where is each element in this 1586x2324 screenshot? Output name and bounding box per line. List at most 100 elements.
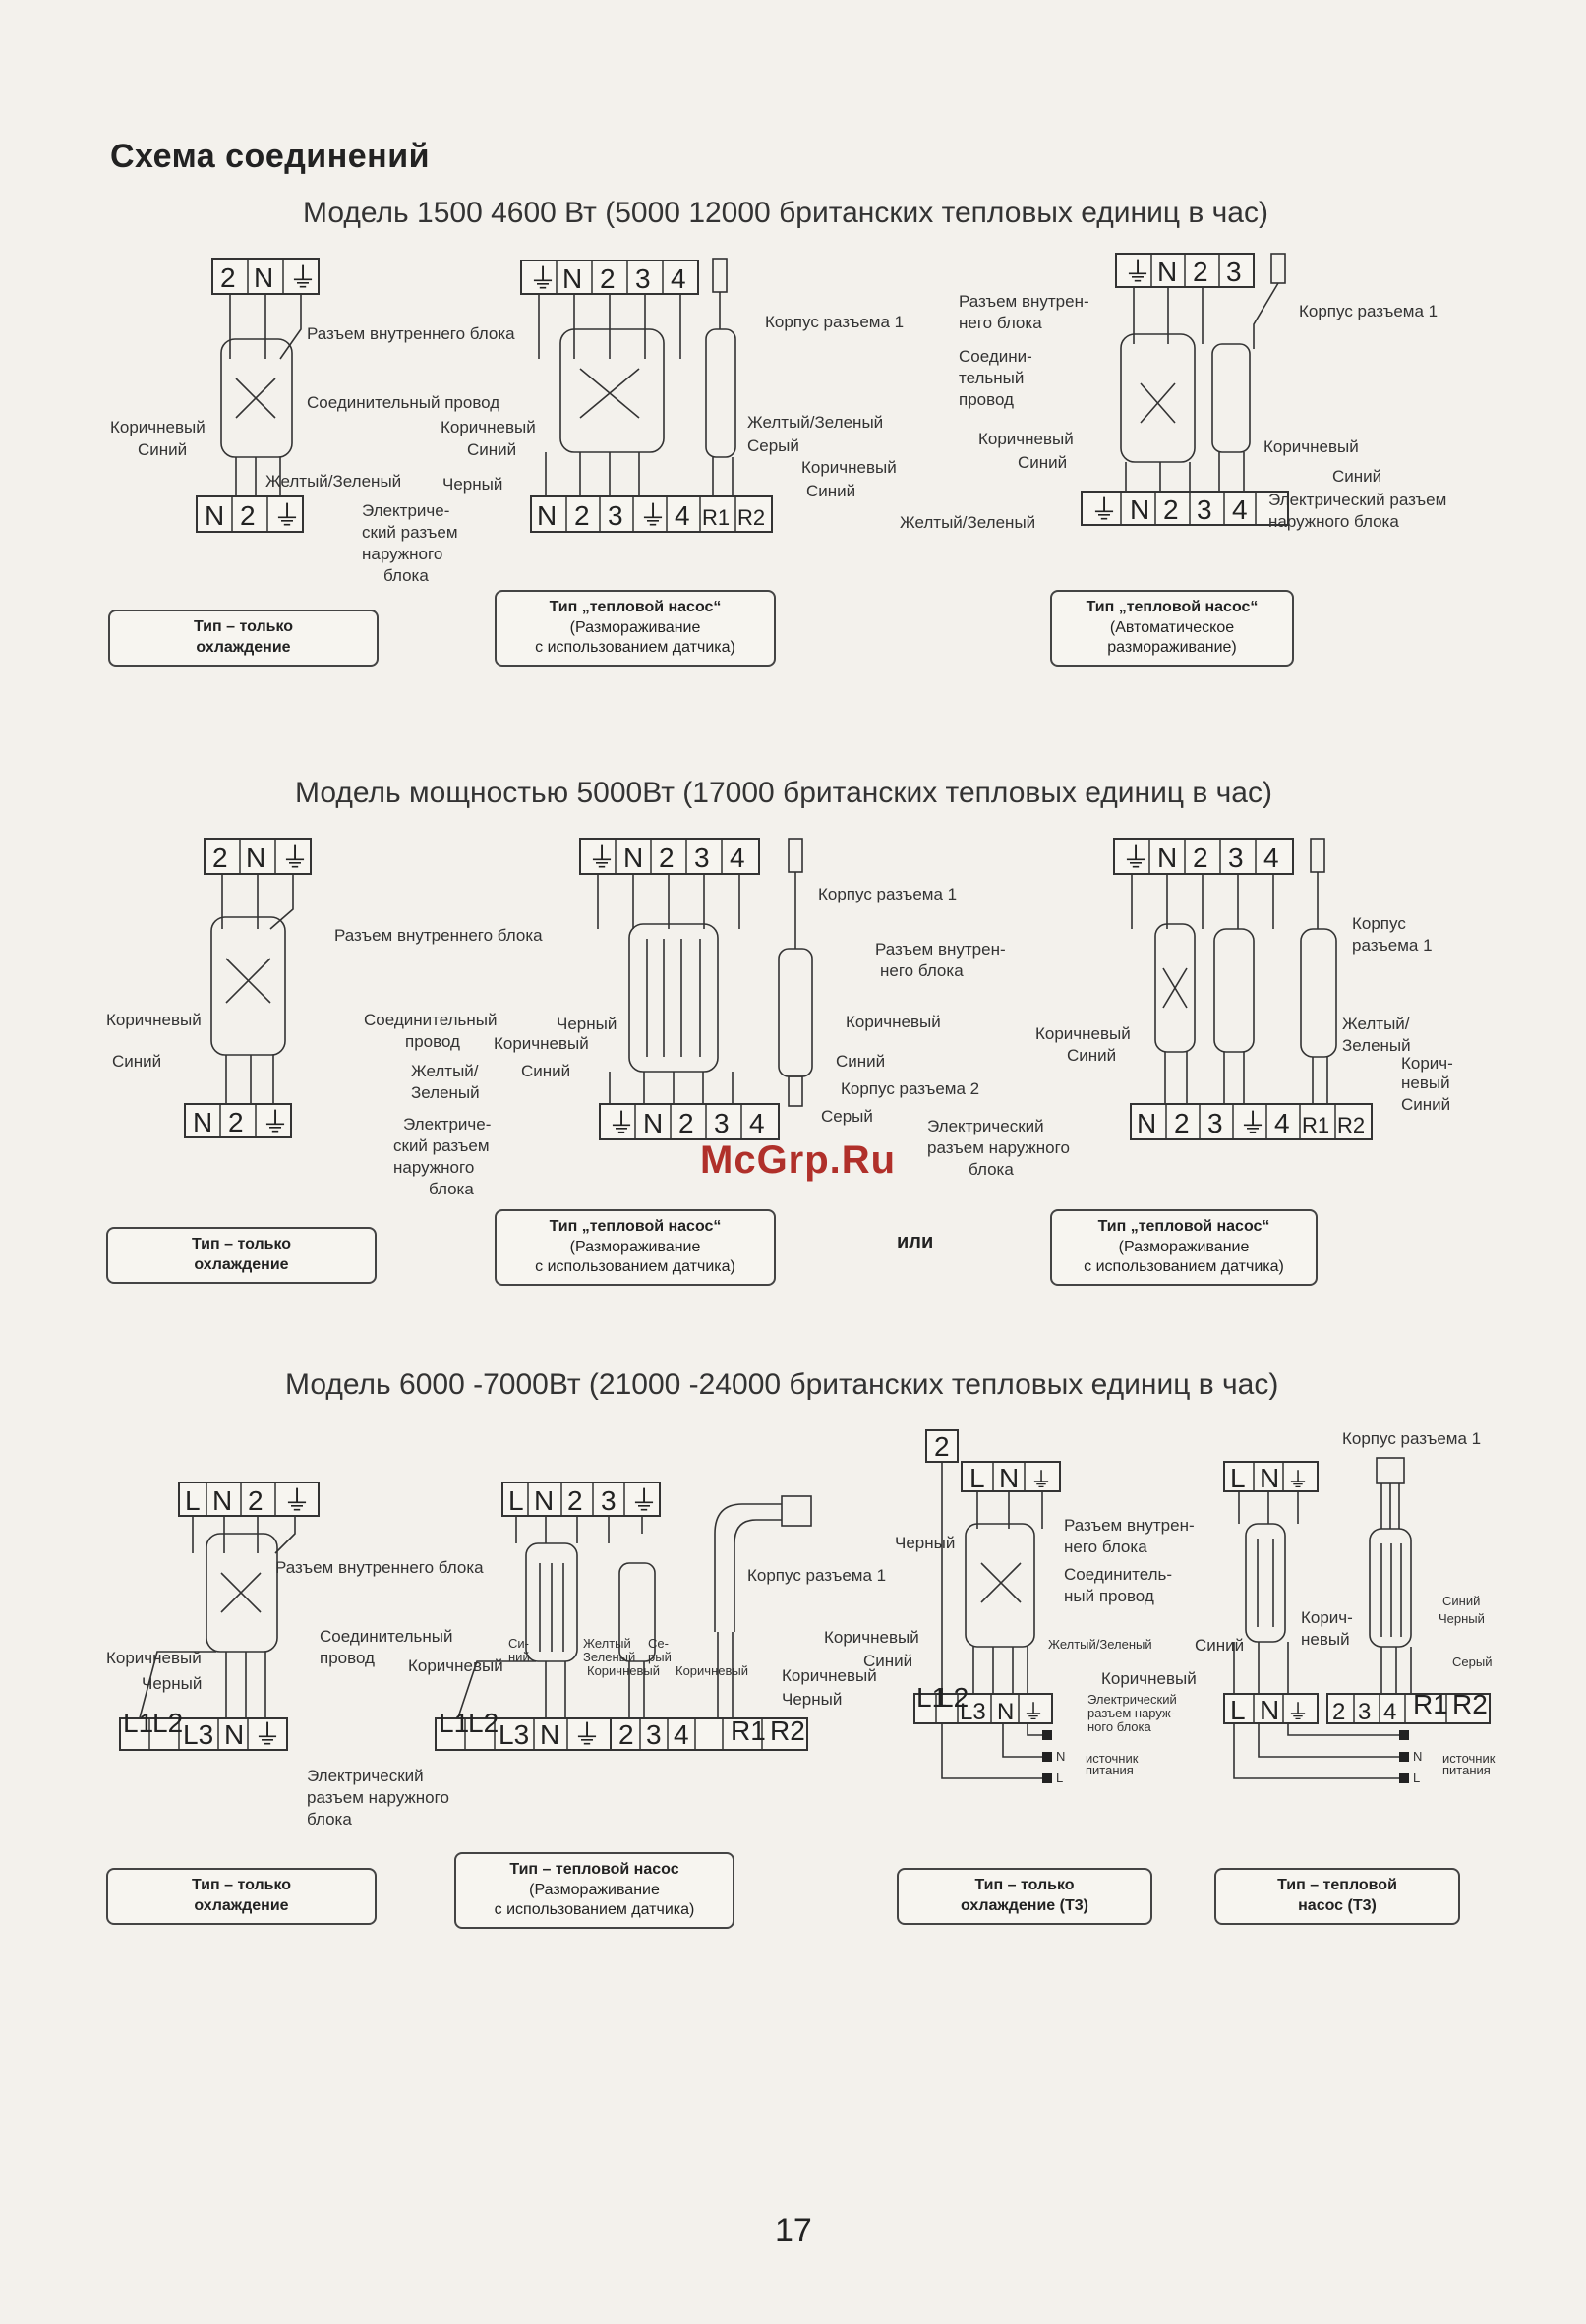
svg-text:L: L — [1230, 1463, 1246, 1493]
svg-text:Корпус разъема 1: Корпус разъема 1 — [818, 885, 957, 903]
svg-text:Желтый/Зеленый: Желтый/Зеленый — [265, 472, 401, 491]
svg-text:N: N — [246, 842, 265, 873]
svg-text:⏚: ⏚ — [254, 1719, 281, 1750]
svg-text:Корпус разъема 1: Корпус разъема 1 — [747, 1566, 886, 1585]
svg-text:N: N — [623, 842, 643, 873]
svg-text:Серый: Серый — [1452, 1655, 1492, 1669]
svg-text:4: 4 — [730, 842, 745, 873]
svg-text:⏚: ⏚ — [529, 263, 557, 294]
svg-text:Черный: Черный — [557, 1015, 617, 1033]
svg-text:Корич-: Корич- — [1401, 1054, 1453, 1073]
svg-text:2: 2 — [1193, 842, 1208, 873]
svg-text:блока: блока — [383, 566, 429, 585]
section-title-2: Модель мощностью 5000Вт (17000 британски… — [295, 777, 1272, 809]
connecting-cable-sleeve — [220, 338, 293, 458]
svg-text:ного блока: ного блока — [1087, 1719, 1152, 1734]
svg-text:L2: L2 — [468, 1708, 499, 1738]
svg-text:N: N — [1056, 1749, 1065, 1764]
svg-text:L1: L1 — [123, 1708, 153, 1738]
svg-text:2: 2 — [212, 842, 228, 873]
svg-text:Разъем внутрен-: Разъем внутрен- — [1064, 1516, 1195, 1535]
svg-text:N: N — [534, 1485, 554, 1516]
svg-text:Электриче-: Электриче- — [362, 501, 449, 520]
svg-text:наружного: наружного — [393, 1158, 474, 1177]
outdoor-terminal-block: N 2 ⏚ — [196, 495, 304, 533]
svg-text:L: L — [1413, 1771, 1420, 1785]
wiring-diagram-2-1: 2 N ⏚ N 2 ⏚ Разъем внутреннего блока Кор… — [106, 838, 543, 1198]
svg-text:N: N — [1157, 842, 1177, 873]
svg-text:L2: L2 — [152, 1708, 183, 1738]
svg-text:N: N — [643, 1108, 663, 1138]
svg-text:L: L — [969, 1463, 985, 1493]
svg-text:него блока: него блока — [1064, 1538, 1147, 1556]
svg-text:тельный: тельный — [959, 369, 1024, 387]
svg-text:2: 2 — [240, 500, 256, 531]
svg-text:3: 3 — [1228, 842, 1244, 873]
svg-text:Черный: Черный — [442, 475, 502, 494]
svg-text:разъем наружного: разъем наружного — [927, 1138, 1070, 1157]
svg-text:2: 2 — [567, 1485, 583, 1516]
svg-text:Черный: Черный — [1439, 1611, 1485, 1626]
outdoor-terminal-block: ⏚ N 2 3 4 — [1081, 491, 1289, 526]
indoor-terminal-block: 2 N ⏚ — [211, 258, 320, 295]
svg-text:Коричневый: Коричневый — [494, 1034, 589, 1053]
svg-text:блока: блока — [969, 1160, 1014, 1179]
svg-text:3: 3 — [608, 500, 623, 531]
svg-text:3: 3 — [601, 1485, 617, 1516]
svg-text:Коричневый: Коричневый — [110, 418, 206, 436]
svg-text:Электрический: Электрический — [307, 1767, 424, 1785]
svg-text:провод: провод — [320, 1649, 375, 1667]
svg-text:Корпус разъема 1: Корпус разъема 1 — [765, 313, 904, 331]
svg-text:источник: источник — [1086, 1751, 1139, 1766]
svg-text:3: 3 — [635, 263, 651, 294]
svg-text:4: 4 — [674, 1719, 689, 1750]
svg-text:Желтый/Зеленый: Желтый/Зеленый — [747, 413, 883, 432]
svg-text:R2: R2 — [770, 1715, 805, 1746]
wiring-diagram-1-2: ⏚ N 2 3 4 N 2 3 ⏚ 4 R1 R2 Разъем внутрен… — [307, 258, 904, 585]
svg-text:Синий: Синий — [1442, 1594, 1480, 1608]
svg-text:R1: R1 — [702, 505, 730, 530]
svg-text:Коричневый: Коричневый — [408, 1656, 503, 1675]
svg-text:4: 4 — [1232, 494, 1248, 525]
svg-text:Коричневый: Коричневый — [676, 1663, 748, 1678]
section-title-3: Модель 6000 -7000Вт (21000 -24000 британ… — [285, 1368, 1279, 1401]
svg-text:N: N — [537, 500, 557, 531]
svg-text:Се-: Се- — [648, 1636, 669, 1651]
svg-text:3: 3 — [1358, 1699, 1371, 1725]
svg-text:3: 3 — [1197, 494, 1212, 525]
svg-text:N: N — [193, 1107, 212, 1137]
svg-text:⏚: ⏚ — [1122, 842, 1149, 873]
svg-text:питания: питания — [1442, 1763, 1491, 1777]
svg-text:Коричневый: Коричневый — [846, 1013, 941, 1031]
svg-text:⏚: ⏚ — [1030, 1468, 1052, 1492]
svg-text:⏚: ⏚ — [630, 1485, 658, 1516]
svg-text:Синий: Синий — [1018, 453, 1067, 472]
svg-text:4: 4 — [671, 263, 686, 294]
svg-text:рый: рый — [648, 1650, 672, 1664]
indoor-terminal-block: ⏚ N 2 3 — [1115, 253, 1255, 288]
svg-text:4: 4 — [1383, 1699, 1396, 1725]
svg-text:Синий: Синий — [1195, 1636, 1244, 1655]
svg-text:⏚: ⏚ — [289, 262, 317, 293]
svg-text:⏚: ⏚ — [262, 1107, 289, 1137]
svg-text:Желтый: Желтый — [583, 1636, 631, 1651]
svg-text:N: N — [1157, 257, 1177, 287]
svg-text:Синий: Синий — [1332, 467, 1381, 486]
wiring-diagram-3-2: L N 2 3 ⏚ L1 L2 L3 N ⏚ 2 3 4 R1 R2 Корпу… — [408, 1482, 886, 1751]
svg-text:Си-: Си- — [508, 1636, 529, 1651]
svg-text:ный провод: ный провод — [1064, 1587, 1154, 1605]
svg-text:Серый: Серый — [821, 1107, 873, 1126]
svg-text:Черный: Черный — [782, 1690, 842, 1709]
svg-text:провод: провод — [959, 390, 1014, 409]
svg-text:Коричневый: Коричневый — [824, 1628, 919, 1647]
svg-text:3: 3 — [694, 842, 710, 873]
svg-text:2: 2 — [678, 1108, 694, 1138]
svg-text:2: 2 — [1193, 257, 1208, 287]
svg-text:невый: невый — [1301, 1630, 1350, 1649]
svg-text:наружного блока: наружного блока — [1268, 512, 1399, 531]
svg-text:Коричневый: Коричневый — [1263, 437, 1359, 456]
